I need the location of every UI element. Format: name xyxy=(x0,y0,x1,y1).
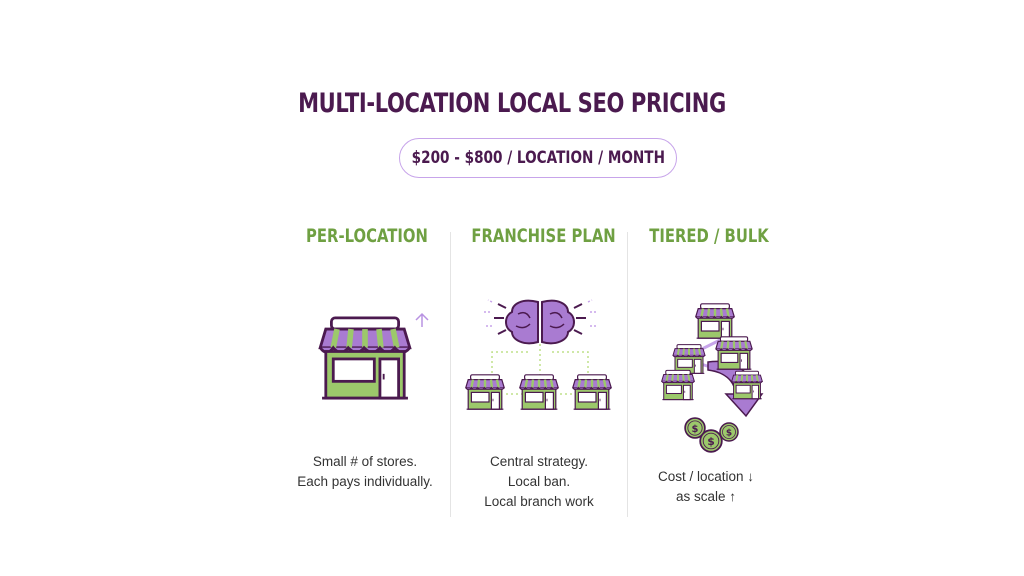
description-line: Cost / location ↓ xyxy=(657,469,755,484)
column-tiered-bulk: TIERED / BULK xyxy=(621,225,797,247)
column-heading: PER-LOCATION xyxy=(306,225,428,247)
brain-network-icon xyxy=(484,299,596,395)
price-range-badge: $200 - $800 / LOCATION / MONTH xyxy=(399,138,677,178)
column-description: Small # of stores. Each pays individuall… xyxy=(265,452,465,492)
column-divider xyxy=(450,232,451,517)
description-line: Each pays individually. xyxy=(297,474,433,489)
column-heading: FRANCHISE PLAN xyxy=(471,225,616,247)
description-line: Central strategy. xyxy=(489,454,589,469)
brain-icon xyxy=(484,299,596,345)
price-range-text: $200 - $800 / LOCATION / MONTH xyxy=(411,148,665,168)
description-line: Small # of stores. xyxy=(312,454,418,469)
column-divider xyxy=(627,232,628,517)
column-description: Cost / location ↓ as scale ↑ xyxy=(606,467,806,507)
storefront-icon xyxy=(317,316,413,400)
description-line: Local branch work xyxy=(484,494,594,509)
column-per-location: PER-LOCATION xyxy=(279,225,455,247)
storefront-icon xyxy=(731,370,763,400)
page-title: MULTI-LOCATION LOCAL SEO PRICING xyxy=(298,88,726,119)
column-description: Central strategy. Local ban. Local branc… xyxy=(439,452,639,512)
description-line: Local ban. xyxy=(507,474,571,489)
storefront-icon xyxy=(661,369,695,401)
storefront-icon xyxy=(695,303,735,339)
storefront-icon xyxy=(715,336,753,370)
arrow-up-icon xyxy=(415,312,429,327)
storefront-icon xyxy=(571,374,613,410)
coin-icon xyxy=(699,429,723,453)
column-franchise-plan: FRANCHISE PLAN xyxy=(452,225,628,247)
storefront-icon xyxy=(518,374,560,410)
description-line: as scale ↑ xyxy=(675,489,737,504)
column-heading: TIERED / BULK xyxy=(649,225,769,247)
storefront-icon xyxy=(464,374,506,410)
